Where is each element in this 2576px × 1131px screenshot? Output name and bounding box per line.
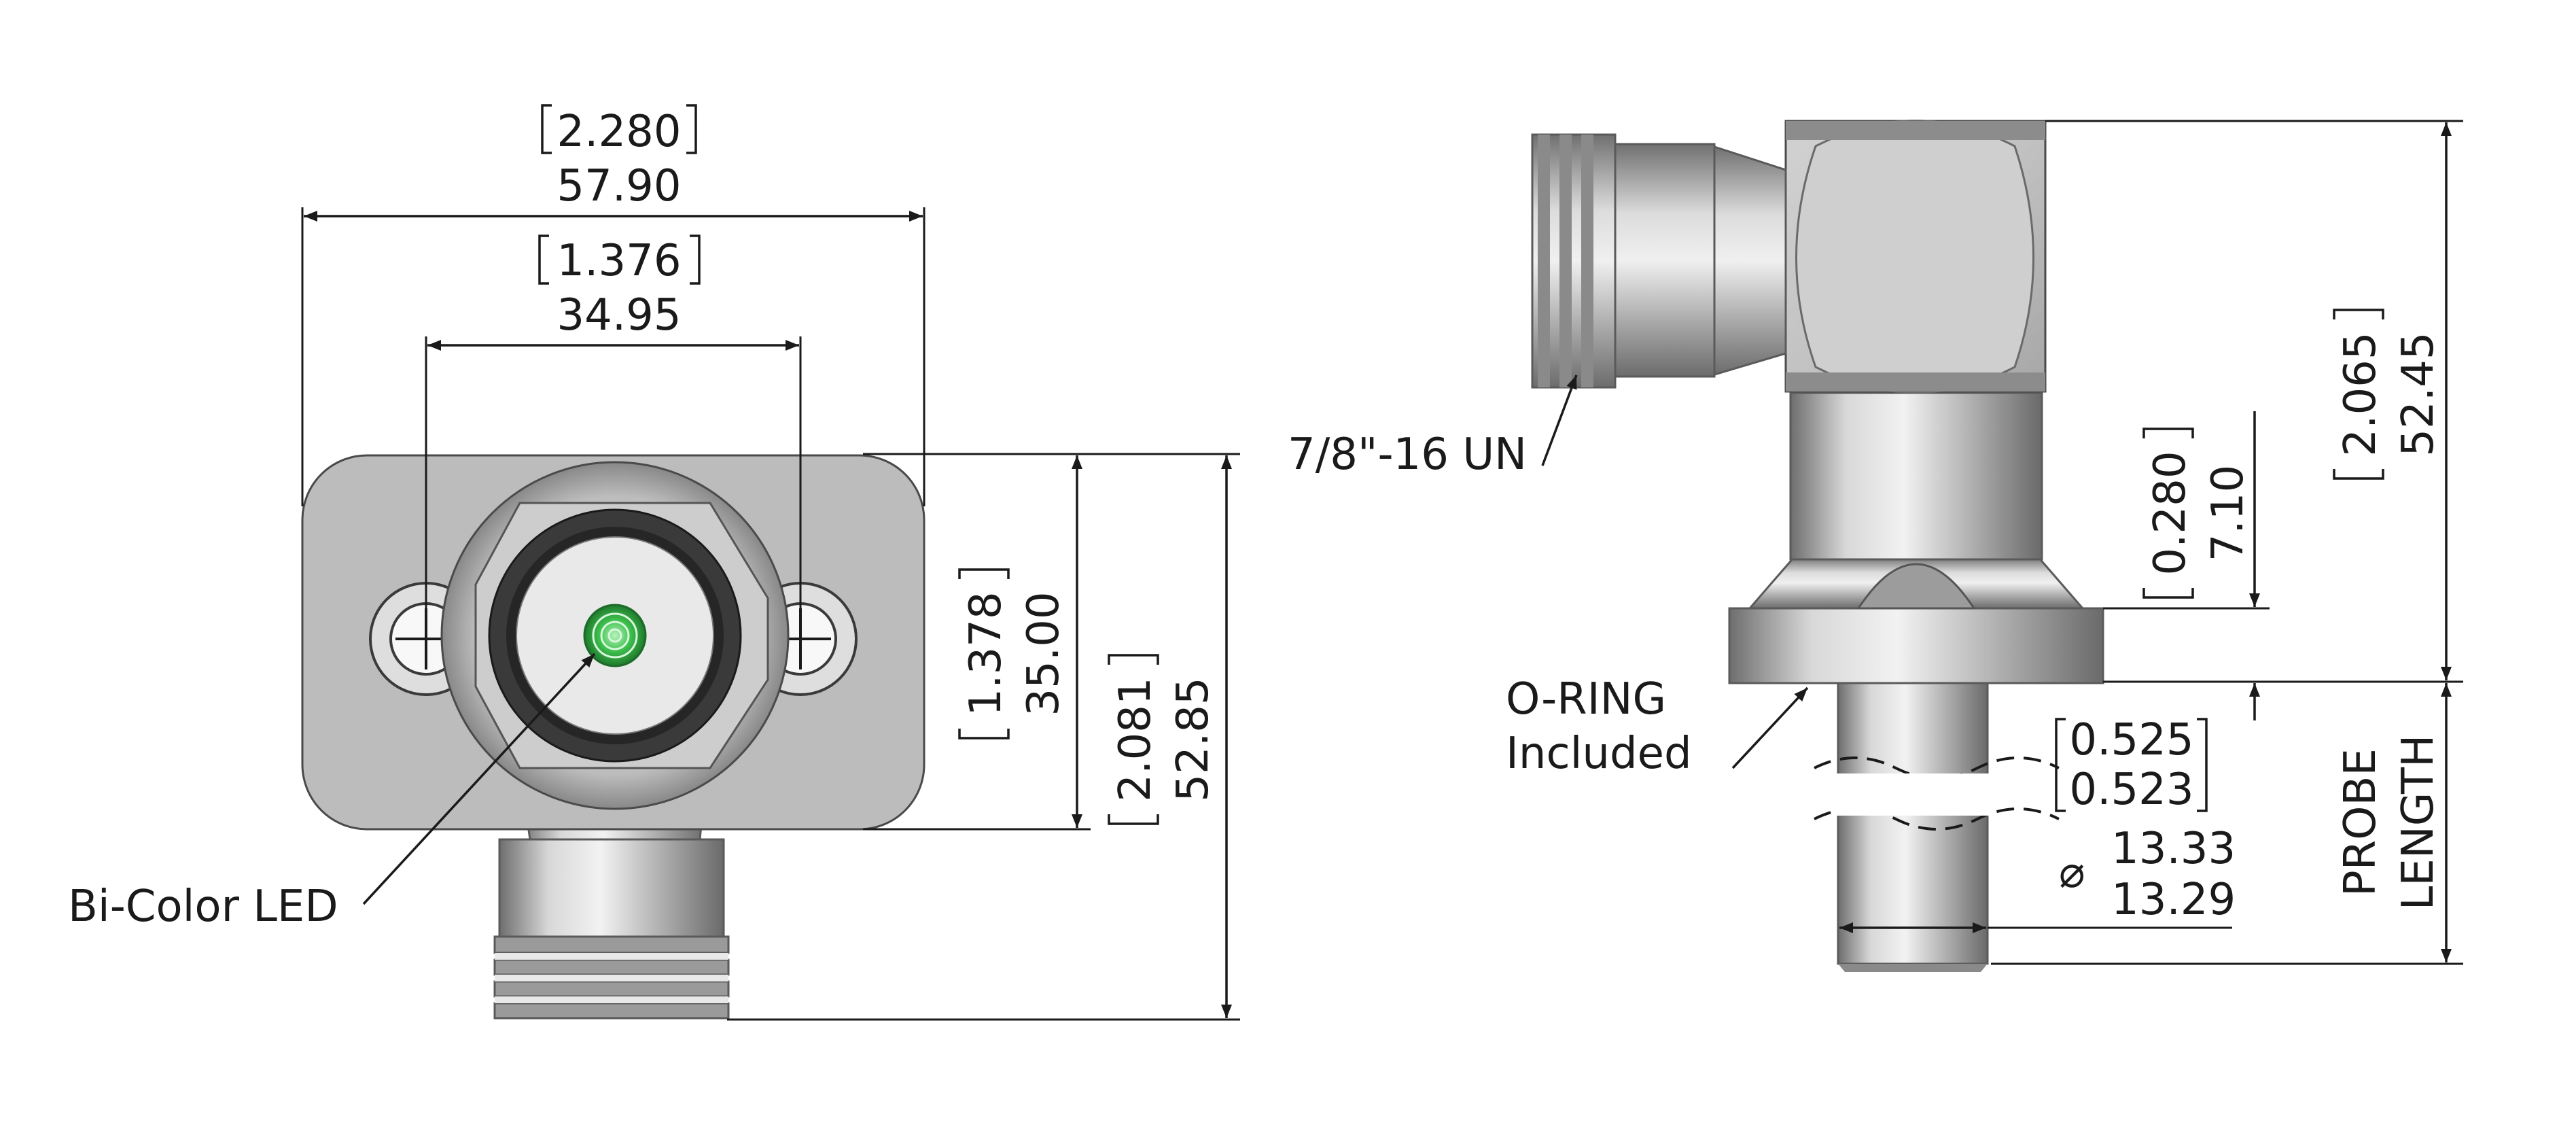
probe-dia-mm-min: 13.29 (2111, 875, 2236, 925)
overall-width-inch: 2.280 (557, 107, 681, 157)
probe-dia-inch-min: 0.523 (2069, 765, 2193, 815)
probe-length-line1: PROBE (2335, 748, 2386, 897)
side-flange (1728, 556, 2104, 684)
side-neck (1789, 392, 2043, 561)
side-height-inch: 2.065 (2335, 332, 2386, 456)
flange-height-inch: 1.378 (961, 591, 1011, 716)
flange-height-mm: 35.00 (1019, 591, 1069, 716)
front-view: 2.280 57.90 1.376 34.95 1.378 35.00 2.08… (68, 104, 1240, 1021)
side-height-mm: 52.45 (2393, 332, 2443, 456)
probe-dia-inch-max: 0.525 (2069, 715, 2193, 765)
flange-thickness-inch: 0.280 (2145, 451, 2195, 575)
bi-color-led (583, 604, 647, 667)
diameter-symbol: ⌀ (2059, 848, 2085, 898)
probe-shaft (1814, 678, 2060, 972)
hole-spacing-mm: 34.95 (557, 290, 681, 341)
led-callout: Bi-Color LED (68, 882, 338, 932)
overall-width-mm: 57.90 (557, 161, 681, 211)
overall-height-mm: 52.85 (1168, 677, 1218, 801)
overall-height-inch: 2.081 (1110, 677, 1161, 801)
probe-dia-mm-max: 13.33 (2111, 824, 2236, 874)
side-top-block (1784, 120, 2047, 394)
probe-length-line2: LENGTH (2393, 735, 2443, 911)
oring-callout-line2: Included (1506, 729, 1692, 779)
thread-callout: 7/8"-16 UN (1288, 430, 1527, 480)
side-view: 7/8"-16 UN O-RING Included 2.065 52.45 0… (1288, 120, 2463, 972)
flange-thickness-mm: 7.10 (2203, 465, 2253, 562)
hole-spacing-inch: 1.376 (557, 236, 681, 286)
oring-callout-line1: O-RING (1506, 674, 1666, 725)
side-connector (1531, 133, 1787, 389)
